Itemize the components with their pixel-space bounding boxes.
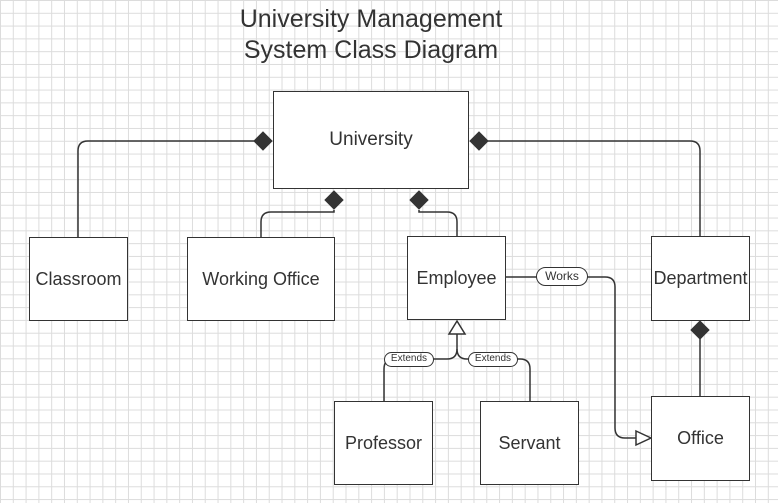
composition-diamond-classroom xyxy=(253,131,273,151)
class-office[interactable]: Office xyxy=(651,396,750,481)
composition-diamond-employee xyxy=(409,190,429,210)
class-classroom[interactable]: Classroom xyxy=(29,237,128,321)
composition-diamond-office xyxy=(690,320,710,340)
association-arrowhead xyxy=(635,429,653,447)
generalization-arrowhead xyxy=(447,319,467,335)
connector-professor-employee xyxy=(383,334,458,401)
extends-label-servant: Extends xyxy=(468,352,518,367)
diagram-title: University Management System Class Diagr… xyxy=(171,4,571,66)
connector-servant-employee xyxy=(456,348,531,401)
extends-label-professor: Extends xyxy=(384,352,434,367)
class-university[interactable]: University xyxy=(273,91,469,189)
connector-university-employee xyxy=(418,210,458,237)
connector-university-department xyxy=(488,140,701,237)
diagram-title-line-2: System Class Diagram xyxy=(243,36,499,64)
class-employee[interactable]: Employee xyxy=(407,236,506,320)
connector-employee-office xyxy=(505,276,636,439)
works-label: Works xyxy=(536,267,588,286)
class-department[interactable]: Department xyxy=(651,236,750,321)
connector-university-working-office xyxy=(260,210,335,238)
composition-diamond-department xyxy=(469,131,489,151)
class-professor[interactable]: Professor xyxy=(334,401,433,485)
class-working-office[interactable]: Working Office xyxy=(187,237,335,321)
diagram-title-line-1: University Management xyxy=(239,5,503,33)
class-servant[interactable]: Servant xyxy=(480,401,579,485)
composition-diamond-working-office xyxy=(324,190,344,210)
connector-university-classroom xyxy=(77,140,254,238)
